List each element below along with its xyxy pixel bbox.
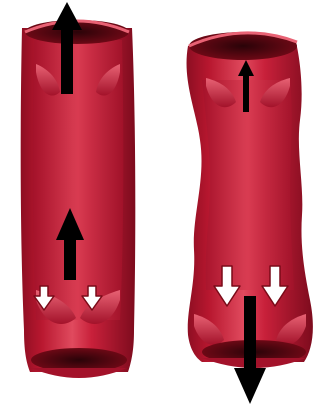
healthy-vein <box>21 20 136 378</box>
healthy-bottom-rim <box>31 368 127 378</box>
